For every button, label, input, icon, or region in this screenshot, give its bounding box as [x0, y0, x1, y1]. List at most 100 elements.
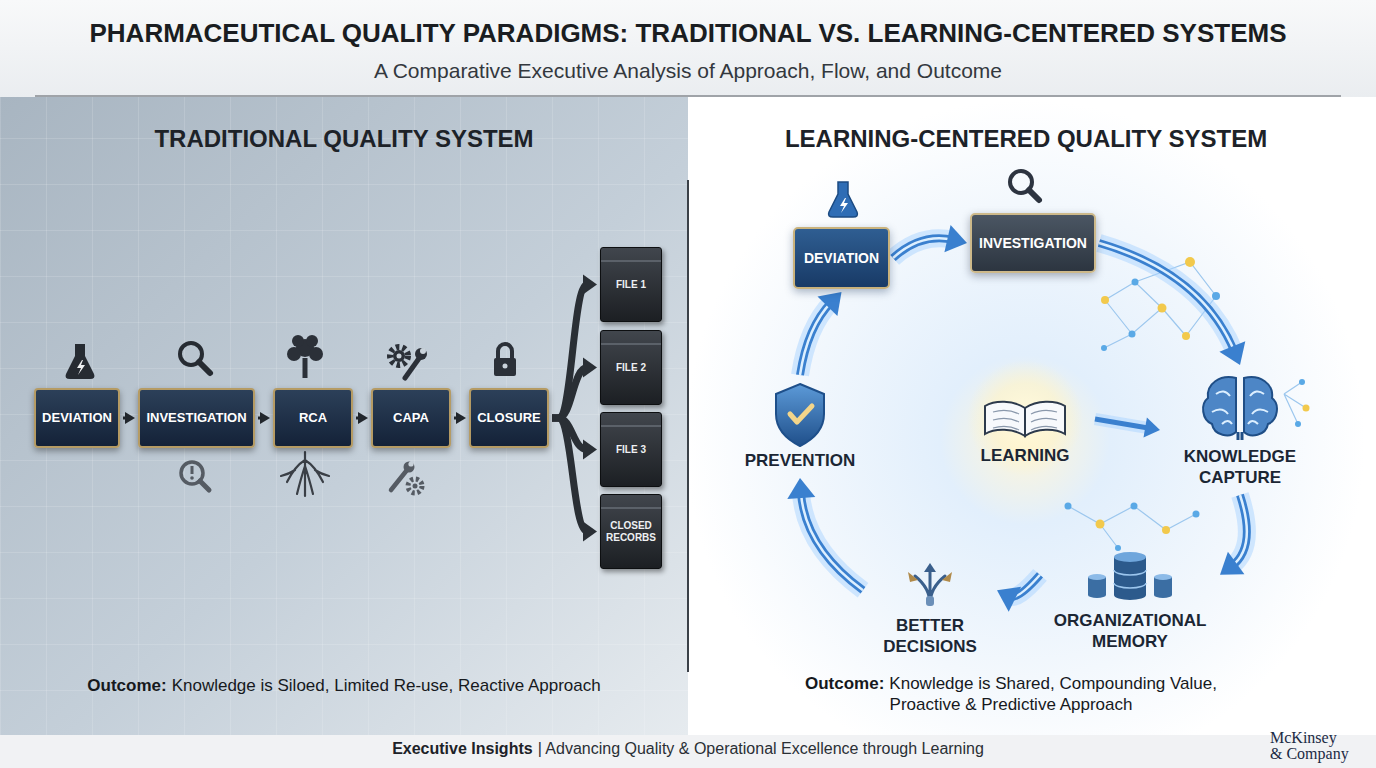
outcome-wrap: Outcome:Knowledge is Shared, Compounding…: [776, 673, 1246, 715]
decor-part: [942, 572, 952, 582]
arrow-head: [944, 225, 967, 252]
process-box: INVESTIGATION: [138, 388, 255, 448]
magnifier-icon: [180, 343, 210, 373]
flow-connector: [454, 412, 466, 424]
decor-part: [393, 350, 405, 362]
arrow-head: [1144, 418, 1161, 438]
flow-connector: [1099, 243, 1245, 365]
process-box: DEVIATION: [793, 227, 890, 289]
flow-connector: [258, 412, 270, 424]
connector-line: [1095, 419, 1150, 428]
header-band: [0, 0, 1376, 97]
connector-line: [1231, 495, 1247, 567]
roots-icon: [281, 452, 329, 496]
flow-connector: [123, 412, 135, 424]
decor-part: [408, 479, 422, 493]
decor-part: [1158, 304, 1167, 313]
decor-part: [1101, 296, 1109, 304]
process-box: CLOSURE: [469, 388, 549, 448]
database-icon: [1088, 552, 1172, 600]
decor-part: [1295, 421, 1301, 427]
box-label: INVESTIGATION: [146, 411, 246, 426]
flow-connector: [997, 575, 1040, 612]
logo-wrap: McKinsey & Company: [1270, 730, 1352, 762]
decor-part: [1182, 332, 1190, 340]
decor-part: [1088, 577, 1106, 598]
decor-part: [1212, 292, 1220, 300]
decor-part: [1162, 526, 1170, 534]
connector-line: [800, 302, 832, 375]
title-wrap: PHARMACEUTICAL QUALITY PARADIGMS: TRADIT…: [0, 18, 1376, 49]
connector-line: [893, 238, 953, 258]
decor-part: [1203, 377, 1236, 435]
footer-label: Executive Insights: [392, 740, 533, 757]
cycle-hub: LEARNING: [958, 385, 1092, 470]
decor-part: [191, 466, 194, 474]
heading-wrap: TRADITIONAL QUALITY SYSTEM: [0, 125, 688, 153]
decor-part: [840, 198, 848, 213]
stage-label: PREVENTION: [736, 450, 864, 471]
arrow-head: [358, 412, 368, 424]
decor-part: [1114, 552, 1146, 562]
decor-part: [303, 358, 308, 378]
connector-line: [1095, 419, 1150, 428]
alert-magnifier-icon: [181, 462, 209, 490]
connector-line: [1099, 243, 1235, 352]
box-label: FILE 2: [616, 362, 646, 374]
outcome-text: Knowledge is Siloed, Limited Re-use, Rea…: [172, 676, 601, 695]
decor-part: [1303, 405, 1310, 412]
decor-part: [1185, 257, 1195, 267]
connector-line: [1231, 495, 1247, 567]
heading-wrap: LEARNING-CENTERED QUALITY SYSTEM: [688, 125, 1364, 153]
right-panel-glow: [688, 97, 1376, 735]
flow-connector: [1220, 495, 1247, 575]
connector-line: [1099, 243, 1235, 352]
panel-heading: LEARNING-CENTERED QUALITY SYSTEM: [785, 125, 1267, 152]
box-label: CLOSURE: [477, 411, 541, 426]
process-box: DEVIATION: [34, 388, 120, 448]
process-box: INVESTIGATION: [970, 213, 1096, 273]
box-label: INVESTIGATION: [979, 235, 1087, 251]
stage-label: KNOWLEDGE CAPTURE: [1163, 446, 1317, 488]
decor-part: [1154, 574, 1172, 580]
flow-connector: [356, 412, 368, 424]
decor-part: [1193, 511, 1200, 518]
file-cabinet: FILE 2: [600, 330, 662, 405]
file-cabinet: CLOSED RECORBS: [600, 494, 662, 569]
arrow-head: [583, 440, 597, 460]
decor-part: [1114, 570, 1146, 588]
decor-part: [908, 572, 918, 582]
decor-part: [1299, 379, 1305, 385]
decor-part: [494, 358, 516, 376]
box-label: DEVIATION: [42, 411, 112, 426]
stage-label: LEARNING: [958, 445, 1092, 466]
outcome-wrap: Outcome:Knowledge is Siloed, Limited Re-…: [40, 675, 648, 696]
lock-icon: [494, 344, 516, 376]
flow-connector: [893, 225, 967, 258]
header-rule: [35, 95, 1341, 96]
decor-part: [405, 357, 420, 378]
flask-icon: [829, 182, 858, 217]
shield-icon: [776, 384, 824, 446]
decor-part: [1101, 345, 1107, 351]
decor-part: [1096, 520, 1105, 529]
decor-part: [390, 347, 408, 365]
decor-part: [790, 406, 812, 422]
decor-part: [985, 402, 1065, 436]
connector-line: [801, 492, 863, 590]
connector-line: [801, 492, 863, 590]
outcome-label: Outcome:: [805, 674, 884, 693]
decor-part: [1284, 382, 1306, 424]
cycle-stage: PREVENTION: [736, 378, 864, 475]
decor-part: [397, 354, 402, 359]
connector-line: [552, 368, 587, 419]
decor-part: [1244, 377, 1277, 435]
decor-part: [281, 452, 329, 496]
arrow-head: [583, 275, 597, 295]
decor-part: [1131, 503, 1138, 510]
connector-line: [800, 302, 832, 375]
decor-part: [287, 347, 301, 361]
decor-part: [199, 362, 210, 373]
logo-text: McKinsey & Company: [1270, 730, 1352, 762]
